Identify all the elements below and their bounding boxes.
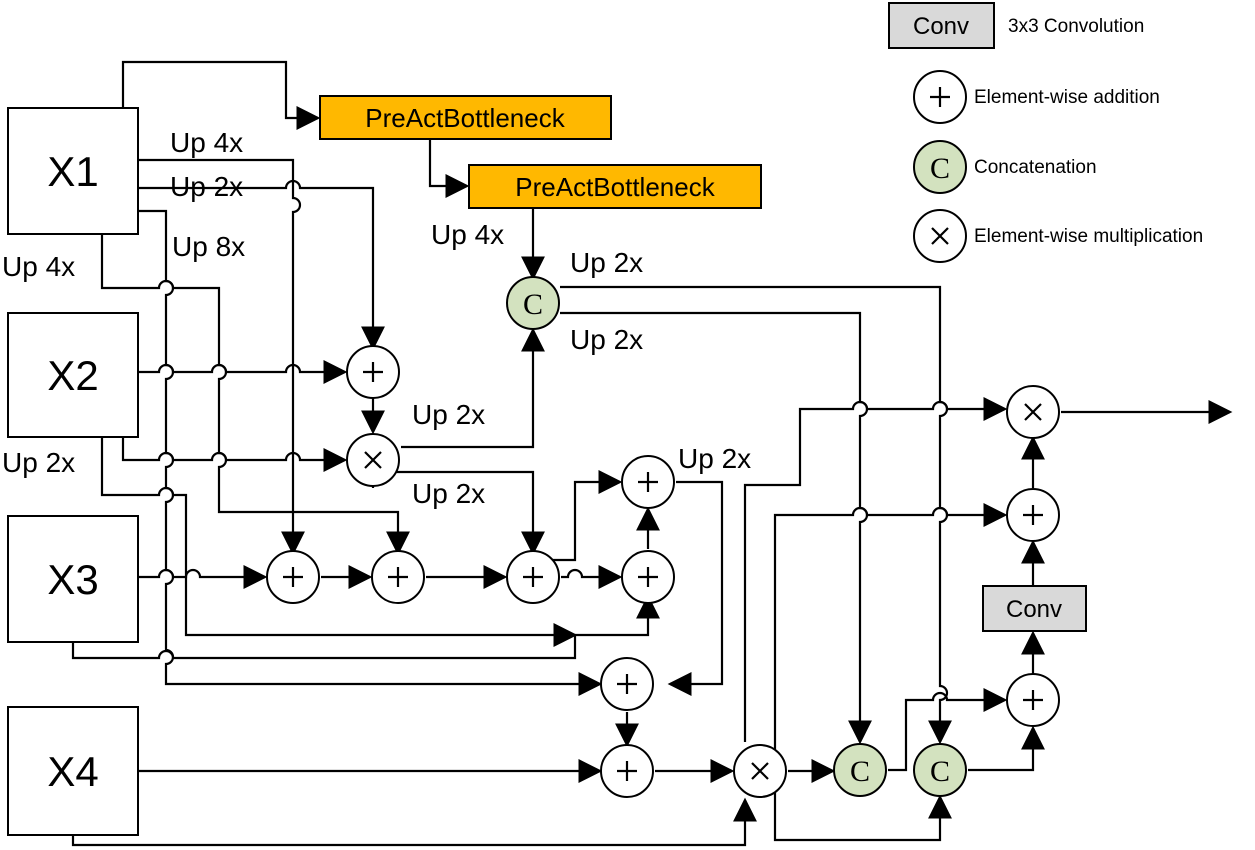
input-x3: X3 (7, 515, 139, 643)
legend: Conv 3x3 Convolution Element-wise additi… (888, 2, 1203, 263)
mul-node-output (1006, 385, 1060, 439)
wire-add3-add5 (548, 470, 623, 562)
concat-node-top: C (506, 276, 560, 330)
add-node-x3-2 (371, 550, 425, 604)
concat-node-right-symbol: C (930, 755, 950, 788)
edge-labels: Up 4x Up 2x Up 8x Up 4x Up 4x Up 2x Up 2… (2, 127, 751, 509)
wire-x3-add7 (71, 632, 587, 660)
label-up2x-g: Up 2x (678, 443, 751, 474)
add-node-right-upper (1006, 488, 1060, 542)
plus-icon (617, 761, 637, 781)
plus-icon (617, 674, 637, 694)
times-icon (364, 451, 382, 469)
label-up2x-a: Up 2x (170, 171, 243, 202)
add-node-right-lower (1006, 673, 1060, 727)
label-up2x-b: Up 2x (570, 247, 643, 278)
wire-add3-add4 (561, 565, 623, 589)
label-up2x-e: Up 2x (2, 447, 75, 478)
legend-mul: Element-wise multiplication (913, 209, 1203, 263)
wire-mul2-concat-b (773, 790, 952, 842)
mul-node-x4 (733, 744, 787, 798)
plus-icon (388, 567, 408, 587)
input-x3-label: X3 (47, 556, 98, 603)
wire-x2-mul (121, 437, 348, 472)
wire-x2-add (138, 360, 348, 384)
wire-x1-up4x (138, 158, 305, 556)
wire-x3-add1 (138, 565, 268, 589)
add-node-x3-4 (621, 550, 675, 604)
plus-icon (523, 567, 543, 587)
input-x4: X4 (7, 706, 139, 836)
wire-x4-mul2 (71, 797, 757, 847)
add-node-x4-lower (600, 744, 654, 798)
preact-bottleneck-2: PreActBottleneck (468, 164, 762, 209)
input-x1: X1 (7, 107, 139, 235)
add-node-x3-3 (506, 550, 560, 604)
wire-x1-up2x (138, 179, 385, 351)
input-x2: X2 (7, 312, 139, 438)
wire-mul2-add9 (773, 503, 1008, 752)
concat-node-left: C (833, 743, 887, 797)
preact-bottleneck-2-label: PreActBottleneck (515, 172, 715, 202)
legend-conv-desc: 3x3 Convolution (1008, 16, 1144, 37)
conv-block-label: Conv (1006, 596, 1062, 623)
preact-bottleneck-1: PreActBottleneck (319, 95, 612, 140)
wire-x1-preact1 (121, 60, 321, 130)
label-up4x-c: Up 4x (431, 219, 504, 250)
plus-icon (1023, 690, 1043, 710)
plus-icon (638, 567, 658, 587)
legend-conv: Conv 3x3 Convolution (888, 2, 1144, 49)
input-x1-label: X1 (47, 148, 98, 195)
wire-concat-left-add8 (888, 688, 1008, 772)
mul-node-x2 (346, 433, 400, 487)
times-icon (751, 762, 769, 780)
label-up2x-c: Up 2x (570, 324, 643, 355)
times-icon (1024, 403, 1042, 421)
wire-mul2-mul3 (743, 397, 1008, 742)
legend-mul-desc: Element-wise multiplication (974, 226, 1203, 247)
plus-icon (283, 567, 303, 587)
wire-preact1-preact2 (428, 139, 470, 198)
add-node-x3-1 (266, 550, 320, 604)
concat-node-right: C (913, 743, 967, 797)
legend-concat: C Concatenation (913, 140, 1097, 194)
label-up2x-d: Up 2x (412, 399, 485, 430)
plus-icon (638, 472, 658, 492)
concat-node-top-symbol: C (523, 288, 543, 321)
legend-conv-box-label: Conv (913, 13, 969, 40)
wire-mul-concat (401, 327, 545, 449)
wire-add5-add6 (667, 480, 724, 696)
label-up2x-f: Up 2x (412, 478, 485, 509)
add-node-x4-upper (600, 657, 654, 711)
conv-block: Conv (982, 585, 1087, 632)
legend-add-desc: Element-wise addition (974, 87, 1160, 108)
input-x4-label: X4 (47, 748, 98, 795)
wire-concat-right-add8 (968, 725, 1045, 772)
times-icon (931, 227, 949, 245)
label-up4x-a: Up 4x (170, 127, 243, 158)
label-up4x-b: Up 4x (2, 251, 75, 282)
wire-x2-up2x-left (100, 437, 660, 637)
plus-icon (930, 87, 950, 107)
preact-bottleneck-1-label: PreActBottleneck (365, 103, 565, 133)
legend-concat-symbol: C (930, 152, 950, 185)
plus-icon (363, 362, 383, 382)
legend-add: Element-wise addition (913, 70, 1160, 124)
input-x2-label: X2 (47, 352, 98, 399)
add-node-x3-5 (621, 455, 675, 509)
label-up8x: Up 8x (172, 231, 245, 262)
add-node-x2 (346, 345, 400, 399)
plus-icon (1023, 505, 1043, 525)
concat-node-left-symbol: C (850, 755, 870, 788)
legend-concat-desc: Concatenation (974, 157, 1097, 178)
wire-x1-up4x-left (100, 235, 410, 556)
